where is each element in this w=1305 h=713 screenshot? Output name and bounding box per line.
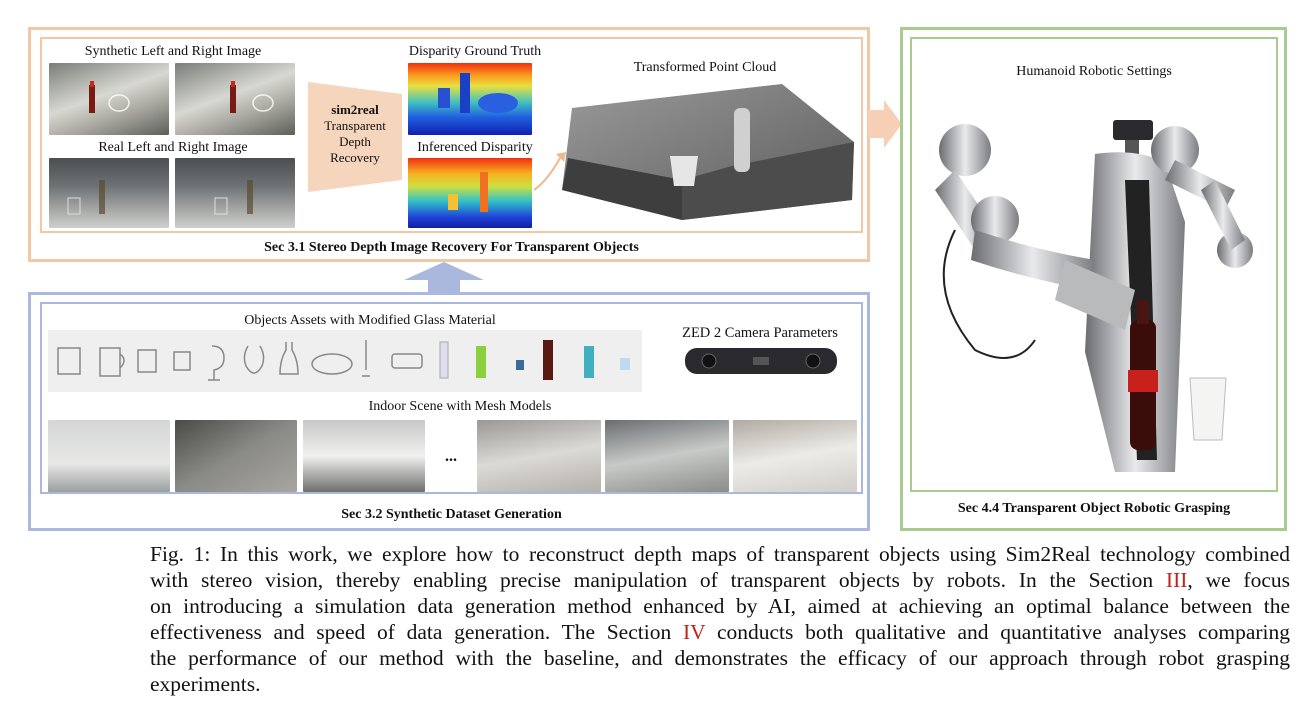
up-arrow-icon: [404, 262, 484, 292]
sec32-title: Sec 3.2 Synthetic Dataset Generation: [341, 507, 562, 522]
synthetic-label: Synthetic Left and Right Image: [84, 44, 262, 59]
object-assets-strip: [48, 330, 642, 392]
synthetic-left-image: [49, 63, 169, 135]
right-arrow-icon: [868, 100, 902, 148]
inferenced-label: Inferenced Disparity: [417, 140, 533, 155]
disparity-gt-label: Disparity Ground Truth: [408, 44, 542, 59]
caption-line-1: Fig. 1: In this work, we explore how to …: [150, 542, 1290, 566]
sim2real-funnel-shape: [308, 82, 402, 192]
point-cloud-label: Transformed Point Cloud: [633, 60, 777, 75]
sec31-inner-frame: [40, 37, 863, 233]
scene-image-2: [175, 420, 297, 492]
inferenced-disparity-image: [408, 158, 532, 228]
sec44-title: Sec 4.4 Transparent Object Robotic Grasp…: [957, 501, 1231, 516]
sim2real-sub-transparent: Transparent: [324, 118, 386, 133]
caption-line-5: the performance of our method with the b…: [150, 646, 1290, 670]
caption-line-3: on introducing a simulation data generat…: [150, 594, 1290, 618]
scene-label: Indoor Scene with Mesh Models: [368, 399, 552, 414]
assets-label: Objects Assets with Modified Glass Mater…: [244, 313, 496, 328]
sec31-title: Sec 3.1 Stereo Depth Image Recovery For …: [264, 240, 639, 255]
sec32-inner-frame: [40, 302, 863, 494]
scene-image-3: [303, 420, 425, 492]
sim2real-sub-recovery: Recovery: [330, 150, 380, 165]
caption-line-4: effectiveness and speed of data generati…: [150, 619, 1290, 645]
zed-camera-image: [685, 348, 837, 374]
humanoid-robot-image: [935, 120, 1253, 472]
real-left-image: [49, 158, 169, 228]
sim2real-text-block: sim2real Transparent Depth Recovery: [308, 102, 402, 166]
real-right-image: [175, 158, 295, 228]
sec32-outer-frame: [28, 292, 870, 531]
scene-ellipsis: ...: [445, 448, 457, 465]
curved-arrow-icon: [533, 152, 566, 191]
synthetic-right-image: [175, 63, 295, 135]
camera-label: ZED 2 Camera Parameters: [682, 325, 838, 341]
scene-image-5: [605, 420, 729, 492]
sec44-inner-frame: [910, 37, 1278, 492]
caption-line-6: experiments.: [150, 672, 261, 696]
point-cloud-render: [562, 84, 854, 220]
caption-line-4a: effectiveness and speed of data generati…: [150, 620, 683, 644]
caption-line-2a: with stereo vision, thereby enabling pre…: [150, 568, 1166, 592]
disparity-gt-image: [408, 63, 532, 135]
scene-image-6: [733, 420, 857, 492]
real-label: Real Left and Right Image: [98, 140, 248, 155]
section-ref-iii[interactable]: III: [1165, 568, 1188, 592]
section-ref-iv[interactable]: IV: [682, 620, 706, 644]
caption-line-4b: conducts both qualitative and quantitati…: [705, 620, 1290, 644]
sim2real-sub-depth: Depth: [339, 134, 371, 149]
sim2real-title: sim2real: [331, 102, 379, 117]
figure-caption: Fig. 1: In this work, we explore how to …: [150, 541, 1290, 697]
scene-image-1: [48, 420, 170, 492]
caption-line-2b: , we focus: [1187, 568, 1290, 592]
sec44-outer-frame: [900, 27, 1287, 531]
robot-settings-label: Humanoid Robotic Settings: [1016, 64, 1172, 79]
caption-line-2: with stereo vision, thereby enabling pre…: [150, 567, 1290, 593]
scene-image-4: [477, 420, 601, 492]
